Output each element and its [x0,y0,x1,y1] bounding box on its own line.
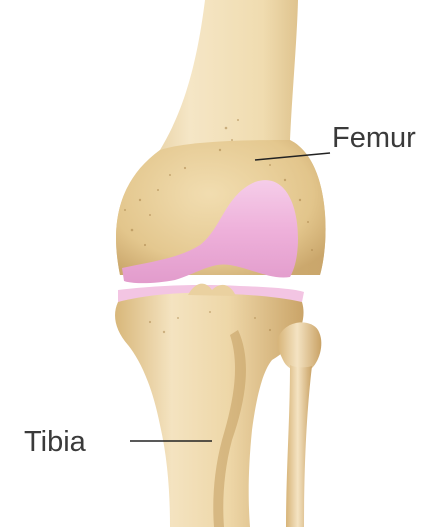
tibia-bone [115,284,304,527]
femur-label: Femur [332,122,416,154]
tibia-label: Tibia [24,426,87,458]
fibula-bone [277,322,321,527]
fibula-head [277,322,321,371]
femur-bone [116,0,326,283]
fibula-shaft [286,365,312,527]
tibia-body [115,293,303,527]
